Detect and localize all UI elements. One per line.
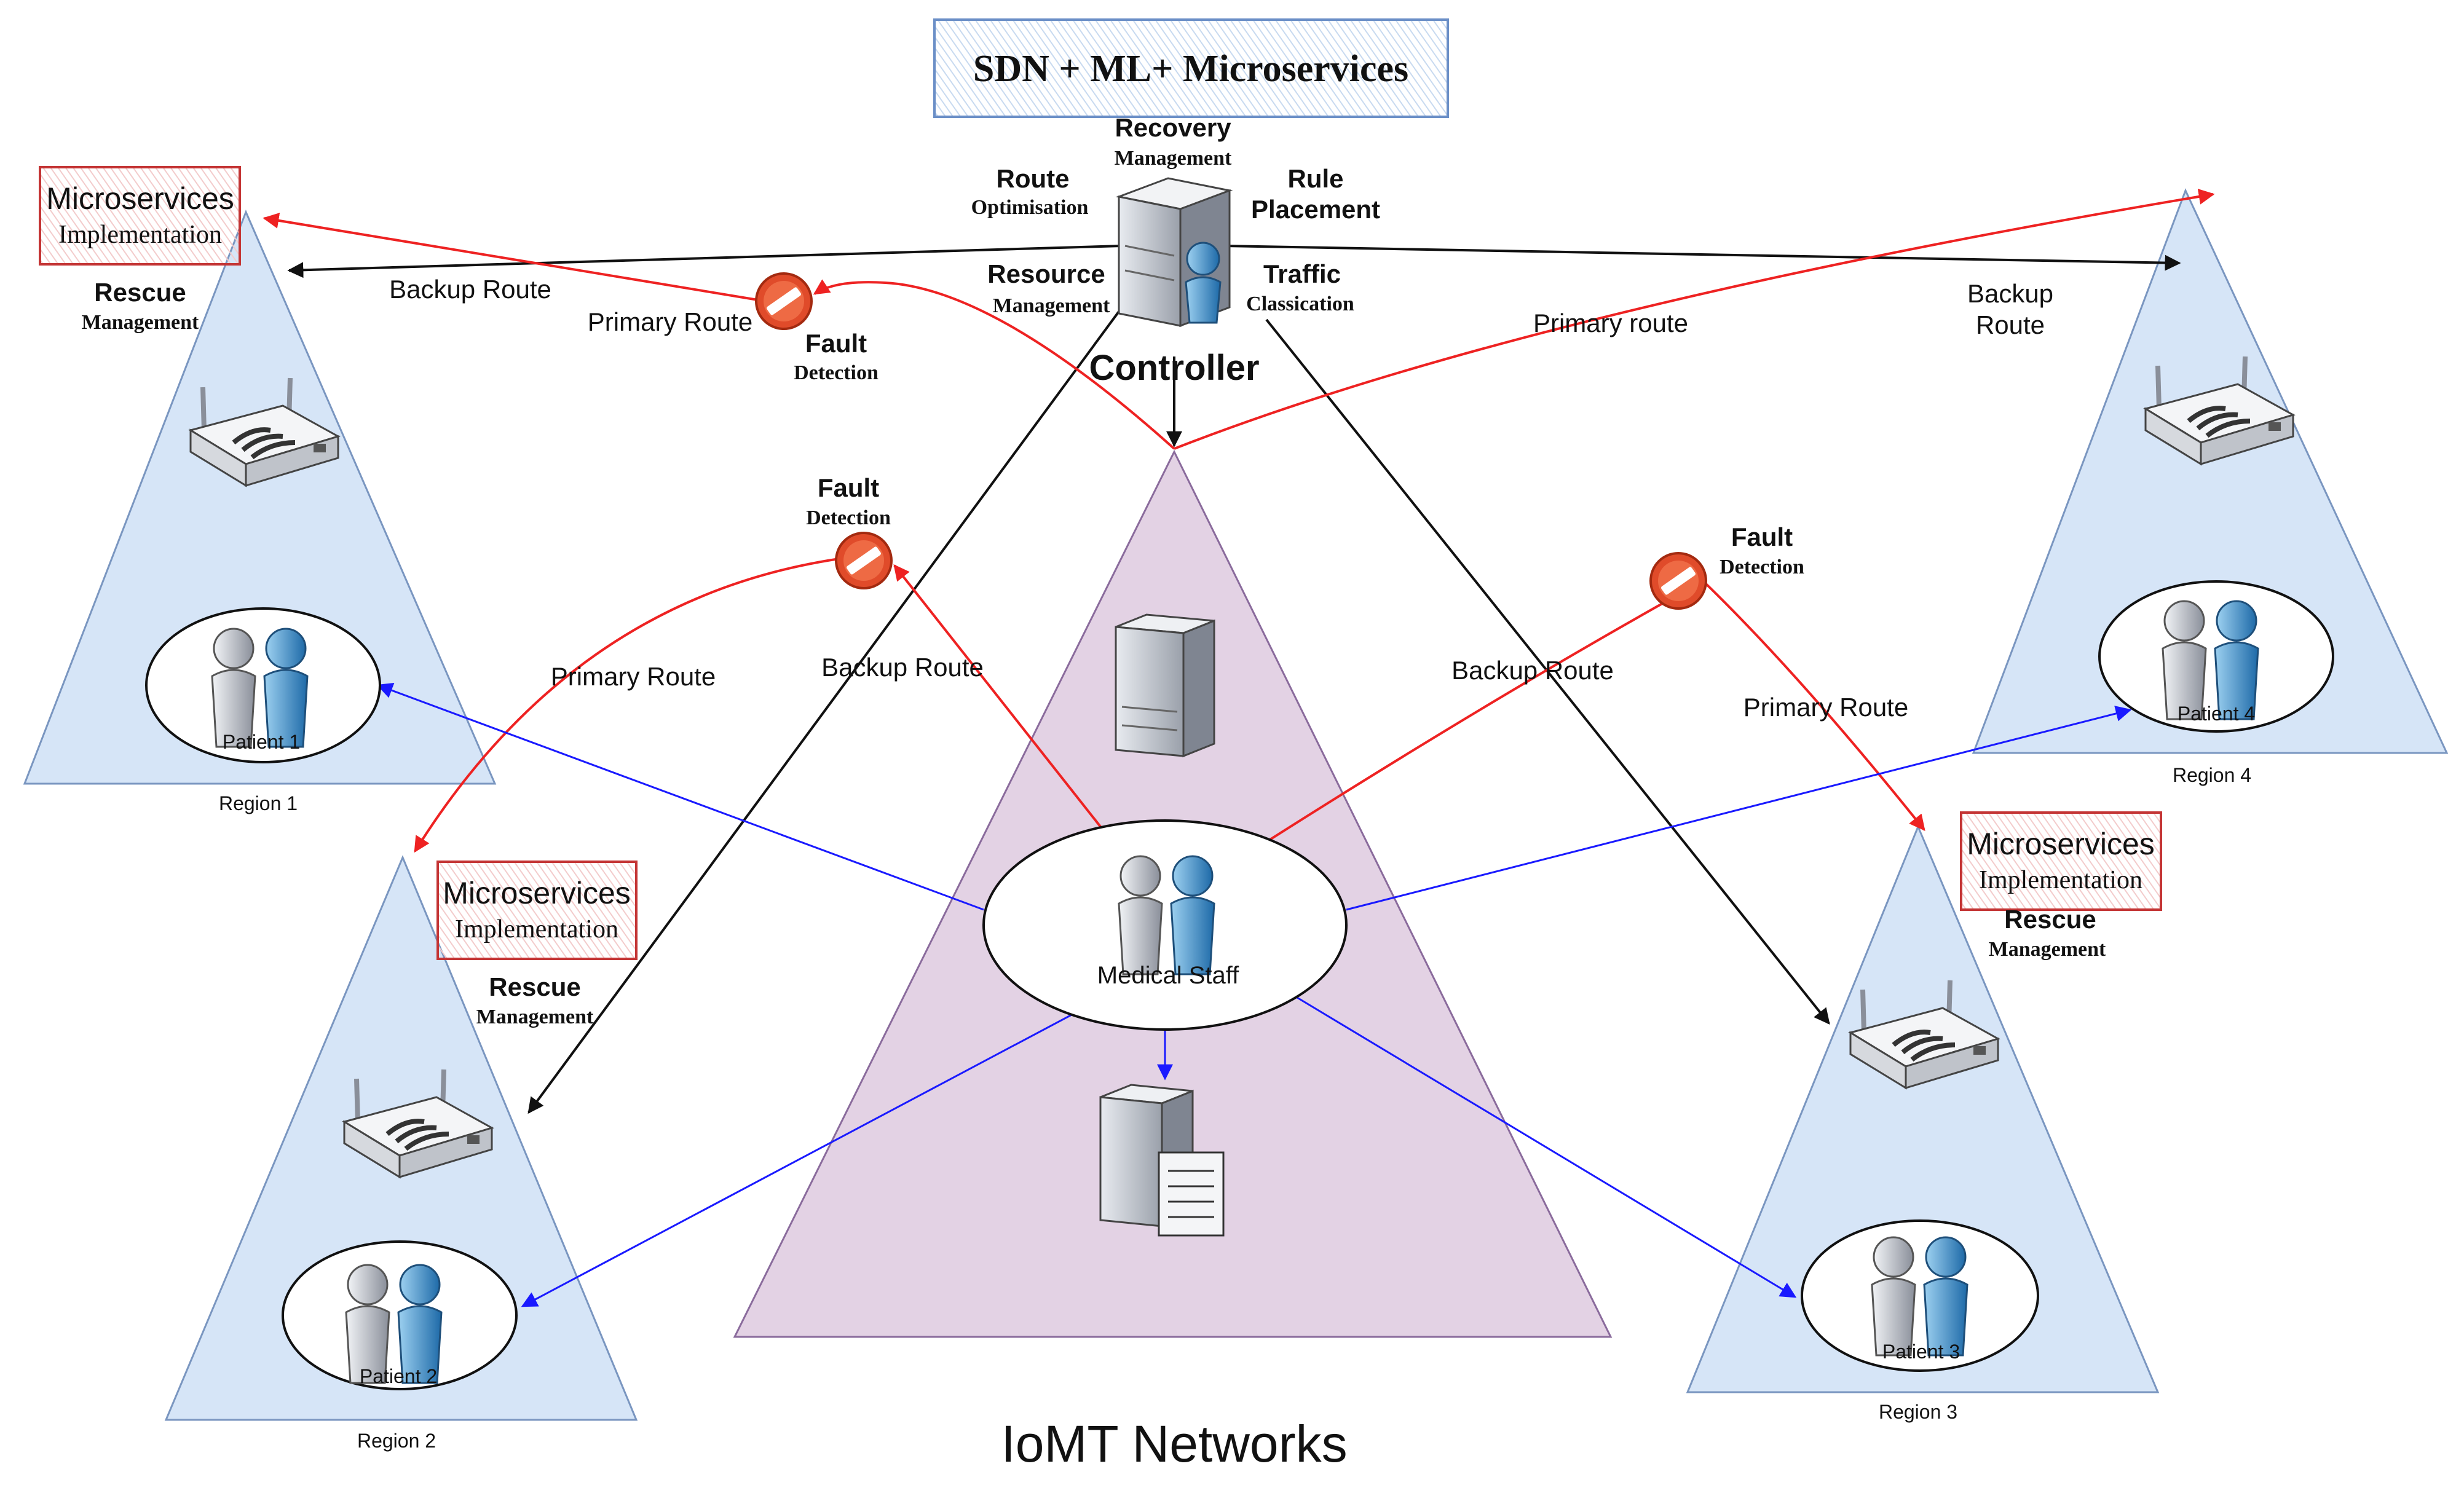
backup-route-label-r3: Backup Route: [1451, 656, 1614, 685]
patient-3-node: Patient 3: [1801, 1219, 2039, 1372]
microservices-box-r3: Microservices Implementation: [1960, 811, 2162, 911]
svg-text:Implementation: Implementation: [455, 915, 618, 943]
medical-staff-node: Medical Staff: [982, 819, 1348, 1031]
region-1-triangle: [23, 210, 497, 785]
medical-links: [376, 682, 2132, 1307]
svg-text:Implementation: Implementation: [1979, 866, 2142, 894]
resource-label: Resource: [987, 259, 1105, 288]
resource-sub-label: Management: [993, 294, 1110, 317]
iomt-footer-label: IoMT Networks: [1001, 1415, 1347, 1473]
backup-route-label-r2: Backup Route: [821, 653, 984, 682]
svg-text:Microservices: Microservices: [1967, 827, 2155, 861]
rescue-label-r1: Rescue: [94, 278, 186, 307]
medical-staff-label: Medical Staff: [1097, 962, 1239, 989]
fault-sub-label-2: Detection: [806, 506, 891, 529]
fault-sub-label-3: Detection: [1720, 556, 1804, 578]
region-4-triangle: [1972, 188, 2449, 754]
fault-label-3: Fault: [1731, 522, 1793, 551]
rescue-sub-label-r3: Management: [1989, 938, 2106, 961]
fault-detection-icon: [835, 532, 893, 589]
rescue-sub-label-r2: Management: [476, 1006, 594, 1028]
fault-label-1: Fault: [805, 329, 867, 358]
backup-route-label-r4-line1: Backup: [1967, 279, 2053, 308]
backup-routes: [287, 245, 2181, 1114]
traffic-sub-label: Classication: [1246, 293, 1354, 315]
rescue-sub-label-r1: Management: [82, 311, 199, 334]
route-opt-label: Route: [997, 164, 1070, 193]
region-3-triangle: [1686, 824, 2160, 1393]
route-opt-sub-label: Optimisation: [971, 196, 1089, 219]
traffic-label: Traffic: [1263, 259, 1341, 288]
svg-text:Patient 3: Patient 3: [1882, 1341, 1960, 1363]
rescue-label-r3: Rescue: [2004, 905, 2096, 934]
svg-text:Implementation: Implementation: [58, 221, 222, 249]
rule-sub-label: Placement: [1251, 195, 1380, 224]
svg-text:Patient 4: Patient 4: [2178, 703, 2255, 725]
controller-user-icon: [1185, 242, 1222, 324]
rule-label: Rule: [1287, 164, 1343, 193]
microservices-box-r1: Microservices Implementation: [39, 166, 241, 266]
diagram-title: SDN + ML+ Microservices: [973, 48, 1408, 90]
primary-routes: [263, 189, 2215, 886]
fault-detection-icon: [755, 272, 813, 330]
fault-detection-icon: [1649, 552, 1707, 610]
rescue-label-r2: Rescue: [489, 972, 580, 1001]
region-1-label: Region 1: [219, 792, 298, 814]
backup-route-label-r1: Backup Route: [389, 275, 551, 304]
primary-route-label-r4: Primary route: [1533, 309, 1688, 337]
svg-text:Microservices: Microservices: [46, 181, 234, 216]
region-3-label: Region 3: [1879, 1401, 1957, 1423]
patient-2-node: Patient 2: [282, 1240, 518, 1390]
region-4-label: Region 4: [2173, 764, 2251, 786]
svg-text:Patient 2: Patient 2: [360, 1365, 437, 1387]
recovery-sub-label: Management: [1115, 147, 1232, 170]
fault-label-2: Fault: [818, 473, 879, 502]
center-server-icon: [1115, 613, 1215, 758]
microservices-box-r2: Microservices Implementation: [436, 861, 638, 960]
recovery-label: Recovery: [1115, 113, 1231, 142]
controller-label: Controller: [1089, 348, 1259, 388]
patient-4-node: Patient 4: [2098, 580, 2334, 733]
title-box: SDN + ML+ Microservices: [933, 18, 1449, 118]
backup-route-label-r4-line2: Route: [1976, 310, 2045, 339]
database-server-icon: [1099, 1084, 1225, 1237]
primary-route-label-r3: Primary Route: [1743, 693, 1908, 722]
svg-text:Microservices: Microservices: [443, 876, 631, 910]
primary-route-label-r1: Primary Route: [588, 307, 752, 336]
svg-text:Patient 1: Patient 1: [223, 731, 300, 753]
patient-1-node: Patient 1: [145, 607, 381, 763]
fault-sub-label-1: Detection: [794, 361, 879, 384]
primary-route-label-r2: Primary Route: [551, 662, 716, 691]
region-2-label: Region 2: [357, 1430, 436, 1452]
